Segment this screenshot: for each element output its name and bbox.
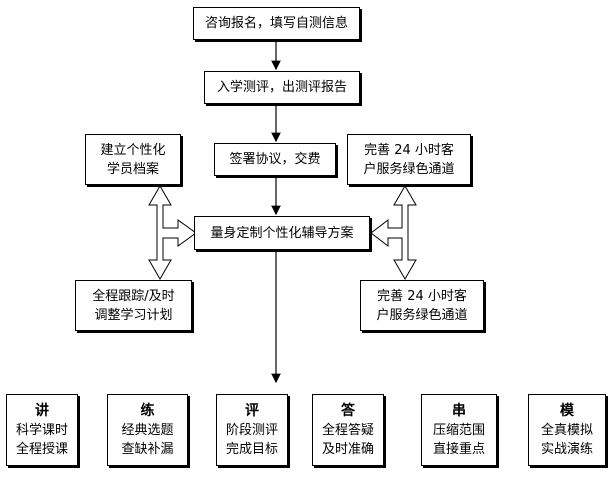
module-practice-title: 练 [140, 403, 155, 419]
module-lecture-title: 讲 [35, 403, 49, 419]
module-evaluate-line-1: 阶段测评 [225, 423, 278, 438]
step-entrance-assessment: 入学测评，出测评报告 [204, 71, 360, 104]
left-top-line-2: 学员档案 [106, 161, 159, 177]
step-entrance-assessment-label: 入学测评，出测评报告 [216, 80, 347, 95]
module-simulation-line-2: 实战演练 [540, 442, 593, 457]
step-consult-register-label: 咨询报名，填写自测信息 [204, 16, 348, 31]
module-answer: 答 全程答疑 及时准确 [312, 394, 384, 466]
center-custom-plan-label: 量身定制个性化辅导方案 [210, 225, 354, 241]
step-sign-agreement-label: 签署协议，交费 [229, 152, 321, 167]
right-bottom-line-1: 完善 24 小时客 [377, 288, 467, 304]
step-consult-register: 咨询报名，填写自测信息 [193, 7, 360, 40]
module-connect-line-2: 直接重点 [432, 442, 485, 457]
right-top-line-2: 户服务绿色通道 [363, 161, 455, 177]
module-answer-line-2: 及时准确 [321, 442, 374, 457]
module-practice-line-2: 查缺补漏 [121, 442, 174, 457]
module-connect-line-1: 压缩范围 [432, 423, 485, 438]
left-bottom-line-2: 调整学习计划 [94, 307, 173, 323]
module-simulation-title: 模 [560, 403, 574, 419]
module-lecture-line-2: 全程授课 [15, 442, 68, 457]
right-top-service-channel: 完善 24 小时客 户服务绿色通道 [347, 134, 471, 185]
module-lecture-line-1: 科学课时 [15, 423, 68, 438]
module-connect-title: 串 [452, 403, 466, 419]
right-top-line-1: 完善 24 小时客 [364, 142, 454, 158]
module-practice-line-1: 经典选题 [121, 423, 174, 438]
right-bottom-service-channel: 完善 24 小时客 户服务绿色通道 [360, 280, 484, 331]
module-evaluate: 评 阶段测评 完成目标 [216, 394, 288, 466]
left-top-student-profile: 建立个性化 学员档案 [85, 134, 181, 185]
right-bottom-line-2: 户服务绿色通道 [376, 307, 468, 323]
module-evaluate-line-2: 完成目标 [225, 442, 278, 457]
center-custom-plan: 量身定制个性化辅导方案 [194, 216, 370, 250]
module-answer-title: 答 [341, 403, 355, 419]
right-double-arrow [370, 185, 417, 280]
left-bottom-tracking: 全程跟踪/及时 调整学习计划 [75, 280, 192, 331]
left-bottom-line-1: 全程跟踪/及时 [92, 288, 175, 304]
left-double-arrow [148, 185, 197, 280]
module-practice: 练 经典选题 查缺补漏 [107, 394, 188, 466]
module-evaluate-title: 评 [245, 403, 259, 419]
step-sign-agreement: 签署协议，交费 [214, 143, 336, 176]
module-simulation: 模 全真模拟 实战演练 [528, 394, 606, 466]
module-answer-line-1: 全程答疑 [321, 423, 374, 438]
module-lecture: 讲 科学课时 全程授课 [6, 394, 78, 466]
module-connect: 串 压缩范围 直接重点 [421, 394, 497, 466]
left-top-line-1: 建立个性化 [100, 142, 166, 158]
module-simulation-line-1: 全真模拟 [540, 423, 593, 438]
